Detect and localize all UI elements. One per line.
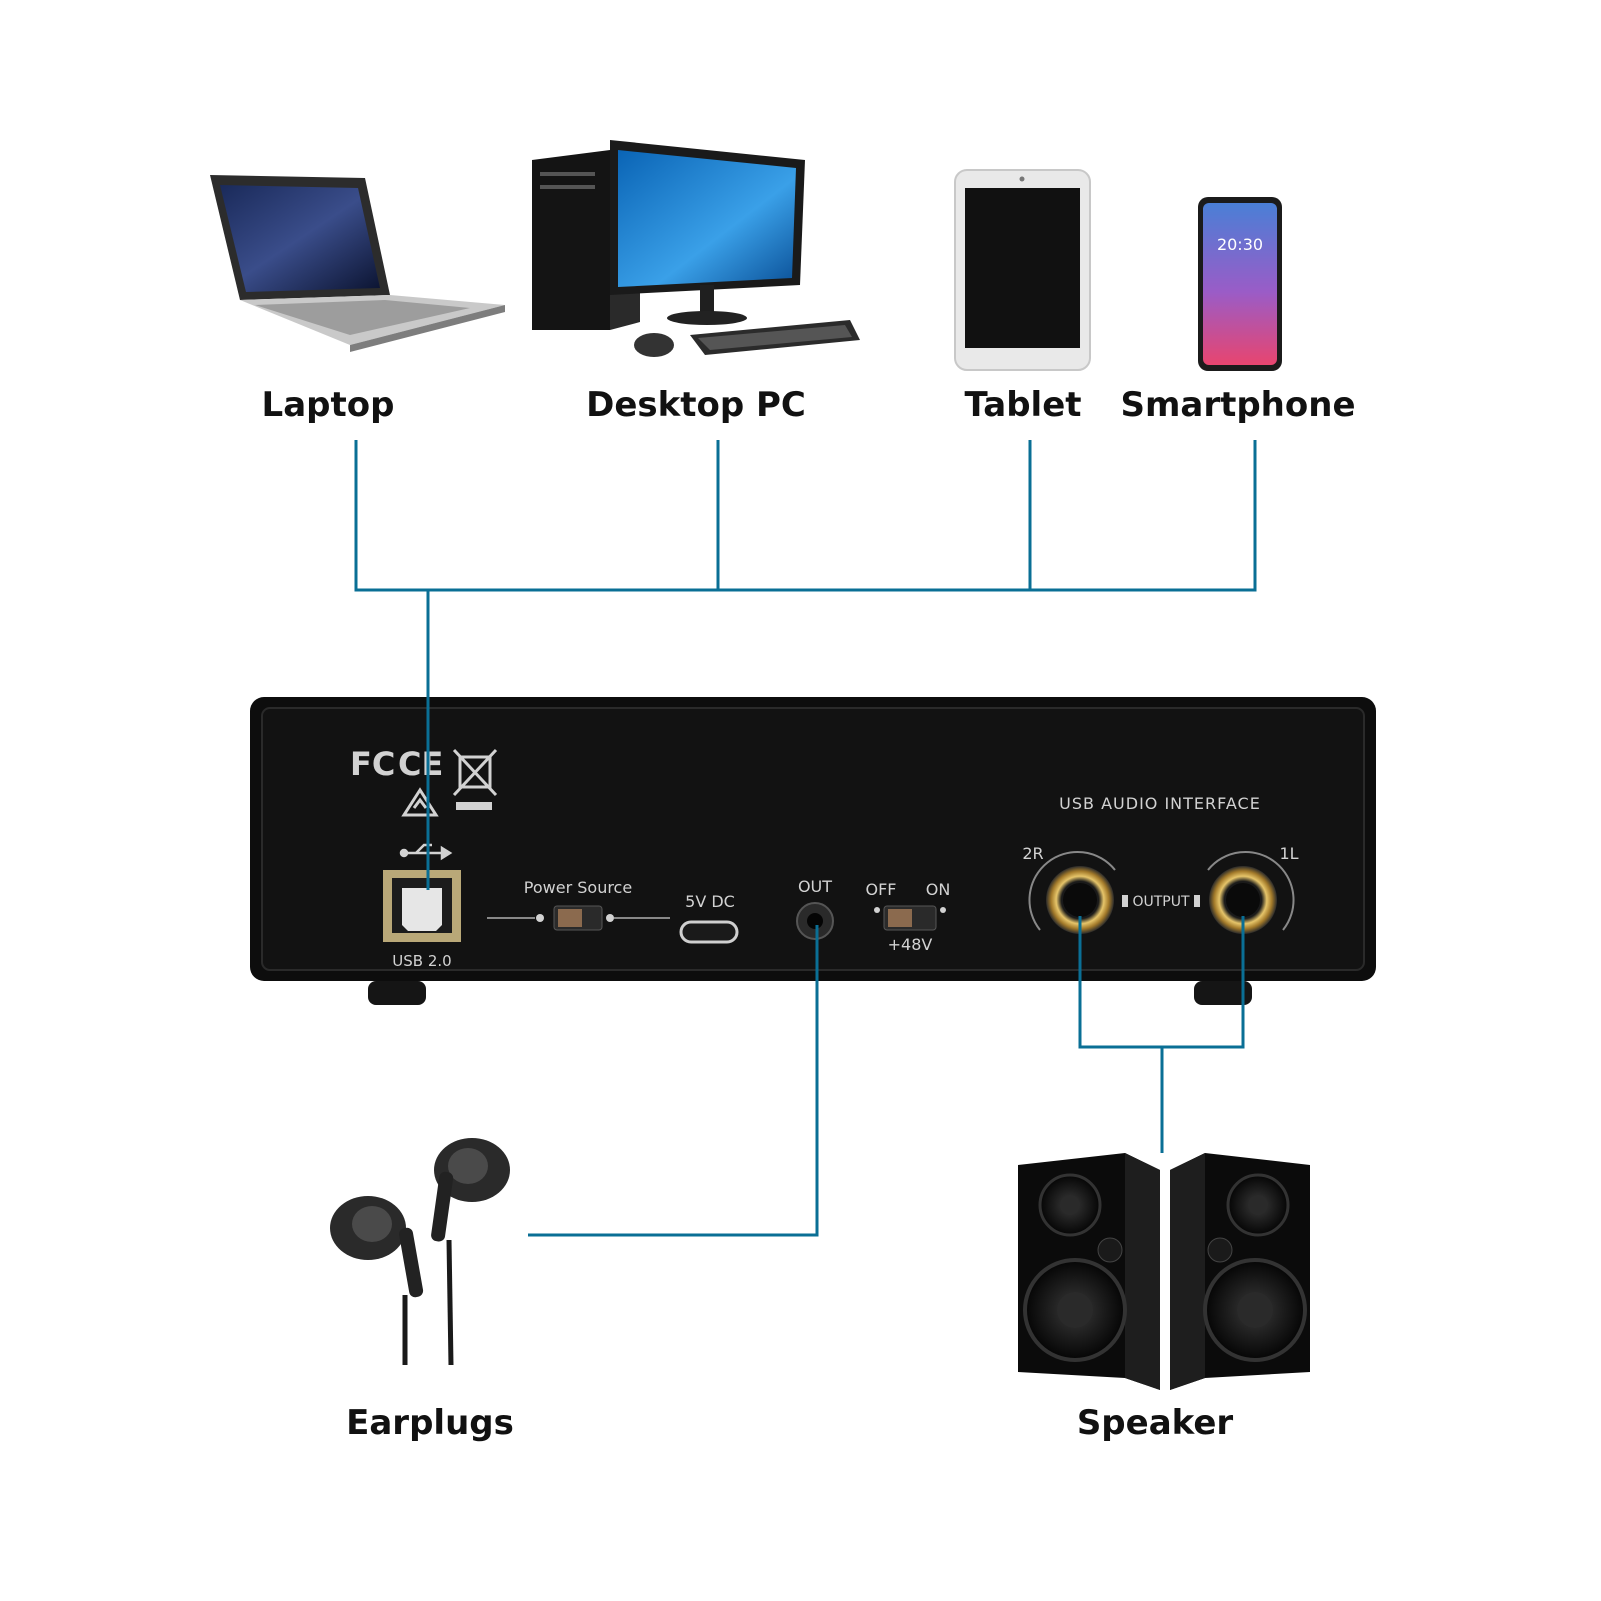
laptop-icon bbox=[210, 175, 505, 352]
usb-b-port[interactable] bbox=[383, 870, 461, 942]
power-source-switch[interactable] bbox=[553, 905, 603, 931]
rubber-foot-left bbox=[368, 981, 426, 1005]
host-bus-line bbox=[354, 440, 1257, 592]
speakers-icon bbox=[1018, 1153, 1310, 1390]
usb-port-label: USB 2.0 bbox=[392, 952, 451, 970]
tablet-label: Tablet bbox=[964, 385, 1081, 425]
earplug-link-line bbox=[528, 925, 819, 1237]
fc-mark: FC bbox=[350, 745, 395, 783]
output-left-label: 1L bbox=[1279, 844, 1298, 863]
speaker-label: Speaker bbox=[1077, 1403, 1234, 1443]
dc-port-label: 5V DC bbox=[685, 892, 735, 911]
output-label: OUTPUT bbox=[1132, 894, 1190, 910]
phantom-power-label: +48V bbox=[888, 935, 933, 954]
weee-bin-icon bbox=[452, 748, 498, 810]
output-jack-1l[interactable] bbox=[1207, 851, 1295, 934]
earplugs-icon bbox=[330, 1138, 510, 1366]
smartphone-clock: 20:30 bbox=[1217, 235, 1263, 254]
speaker-left-icon bbox=[1018, 1153, 1160, 1390]
phantom-on-label: ON bbox=[926, 880, 951, 899]
output-jack-2r[interactable] bbox=[1028, 851, 1116, 934]
speaker-right-icon bbox=[1170, 1153, 1310, 1390]
earplugs-label: Earplugs bbox=[346, 1403, 514, 1443]
phantom-off-label: OFF bbox=[866, 880, 897, 899]
tablet-icon bbox=[954, 169, 1091, 371]
headphone-out-label: OUT bbox=[798, 877, 832, 896]
ce-mark: CE bbox=[398, 745, 443, 783]
desktop-pc-label: Desktop PC bbox=[586, 385, 806, 425]
usb-c-dc-port[interactable] bbox=[679, 920, 739, 944]
phantom-power-switch[interactable] bbox=[883, 905, 937, 931]
rubber-foot-right bbox=[1194, 981, 1252, 1005]
smartphone-icon: 20:30 bbox=[1198, 197, 1282, 371]
desktop-pc-icon bbox=[532, 140, 860, 357]
laptop-label: Laptop bbox=[262, 385, 395, 425]
power-source-label: Power Source bbox=[524, 878, 632, 897]
connector-lines bbox=[354, 440, 1257, 1237]
output-right-label: 2R bbox=[1022, 844, 1043, 863]
headphone-out-jack[interactable] bbox=[796, 902, 834, 940]
interface-brand-text: USB AUDIO INTERFACE bbox=[1059, 794, 1261, 813]
audio-interface-panel: FC CE USB 2.0 Power Source bbox=[250, 697, 1376, 1005]
smartphone-label: Smartphone bbox=[1120, 385, 1355, 425]
